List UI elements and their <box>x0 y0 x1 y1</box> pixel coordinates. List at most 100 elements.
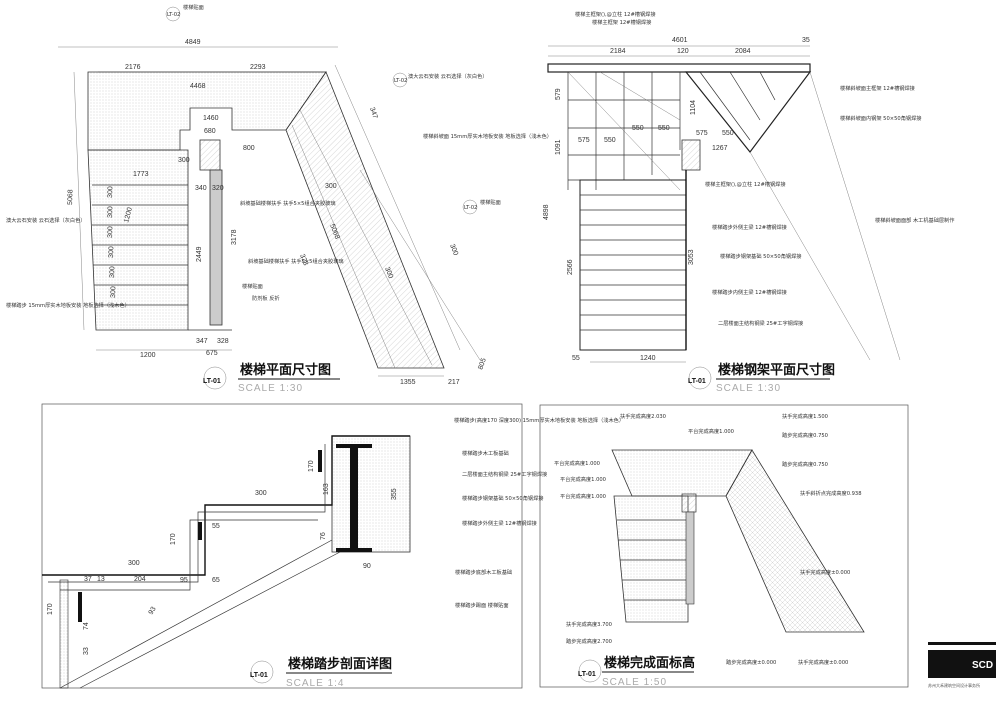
dim-text: 217 <box>448 379 460 386</box>
note-text: 平台完成高度1.000 <box>688 427 734 435</box>
dim-text: 93 <box>148 606 158 616</box>
dim-text: 675 <box>206 350 218 357</box>
dim-text: 35 <box>802 37 810 44</box>
note-text: 防剂板 反折 <box>252 294 280 302</box>
center-wall <box>209 169 223 326</box>
dim-text: 550 <box>658 125 670 132</box>
note-text: 楼梯踏步 15mm厚实木地板安装 地板选择（浅木色） <box>6 301 130 309</box>
note-text: 扶手完成高度±0.000 <box>798 658 848 666</box>
dim-text: 95 <box>180 577 188 584</box>
slope-main-frame <box>684 71 812 153</box>
dim-text: 2293 <box>250 64 266 71</box>
dim-text: 355 <box>391 488 398 500</box>
dim-text: 1460 <box>203 115 219 122</box>
dim-text: 3178 <box>231 229 238 245</box>
drawing-title: 楼梯钢架平面尺寸图 <box>718 362 835 378</box>
logo-text: SCD <box>972 660 993 671</box>
slope-ramp <box>725 449 865 633</box>
note-text: 踏步完成高度0.750 <box>782 460 828 468</box>
drawing-scale: SCALE 1:50 <box>602 677 667 688</box>
dim-text: 1355 <box>400 379 416 386</box>
ref-tag: LT-02 <box>394 78 407 84</box>
dim-text: 55 <box>212 523 220 530</box>
drawing-scale: SCALE 1:30 <box>716 383 781 394</box>
note-text: 澳大云石安装 云石选择（灰白色） <box>6 216 85 224</box>
dim-text: 163 <box>323 483 330 495</box>
note-text: 楼梯踏步内侧主梁 12#槽钢焊接 <box>712 288 787 296</box>
plan-drawing: 4849 2176 2293 4468 347 5068 328 <box>6 3 552 394</box>
dim-text: 2184 <box>610 48 626 55</box>
dim-text: 550 <box>604 137 616 144</box>
dim-text: 300 <box>325 183 337 190</box>
drawing-code: LT-01 <box>250 672 268 679</box>
note-text: 楼梯踏步底部木工板基础 <box>455 568 512 576</box>
dim-text: 65 <box>212 577 220 584</box>
dim-text: 320 <box>212 185 224 192</box>
step-frame <box>579 179 687 351</box>
dim-text: 300 <box>255 490 267 497</box>
note-text: 楼梯斜坡面内钢架 50×50角钢焊接 <box>840 114 921 122</box>
note-text: 楼梯踏步木工板基础 <box>462 449 509 457</box>
note-text: 扶手完成高度1.500 <box>782 412 828 420</box>
note-text: 扶手完成高度3.700 <box>566 620 612 628</box>
dim-text: 2449 <box>196 246 203 262</box>
i-beam <box>350 444 358 552</box>
dim-text: 76 <box>320 532 327 540</box>
dim-text: 4601 <box>672 37 688 44</box>
note-text: 楼梯踏步外侧主梁 12#槽钢焊接 <box>712 223 787 231</box>
dim-text: 13 <box>97 576 105 583</box>
dim-text: 37 <box>84 576 92 583</box>
drawing-title: 楼梯踏步剖面详图 <box>288 656 392 672</box>
dim-text: 347 <box>368 106 378 119</box>
note-text: 楼梯主框架 12#槽钢焊接 <box>592 18 651 26</box>
step-lines <box>92 184 188 306</box>
dim-text: 170 <box>308 460 315 472</box>
dim-text: 90 <box>363 563 371 570</box>
note-text: 踏步完成高度±0.000 <box>726 658 776 666</box>
drawing-title: 楼梯完成面标高 <box>604 655 695 671</box>
svg-text:300: 300 <box>107 226 114 238</box>
drawing-code: LT-01 <box>688 378 706 385</box>
column-block <box>199 139 221 171</box>
svg-text:300: 300 <box>107 186 114 198</box>
note-text: 踏步完成高度0.750 <box>782 431 828 439</box>
column-block <box>681 139 701 171</box>
dim-text: 1240 <box>640 355 656 362</box>
dim-text: 300 <box>178 157 190 164</box>
note-text: 斜坡基础楼梯扶手 扶手5×5组合夹胶玻璃 <box>240 199 336 207</box>
svg-text:300: 300 <box>108 246 115 258</box>
note-text: 楼梯主框架(),@立柱 12#槽钢焊接 <box>705 180 786 188</box>
step-dims: 300 300 300 300 300 300 <box>107 186 117 298</box>
section-drawing: 300 300 170 170 170 90 355 76 163 37 13 … <box>41 403 624 689</box>
dim-text: 170 <box>170 533 177 545</box>
dim-text: 575 <box>578 137 590 144</box>
note-text: 二层楼面主结构钢梁 25#工字钢焊接 <box>718 319 803 327</box>
drawing-code: LT-01 <box>203 378 221 385</box>
ref-tag: LT-02 <box>464 205 477 211</box>
dim-text: 3053 <box>688 249 695 265</box>
note-text: 楼梯踏步踢面 楼梯贴面 <box>455 601 509 609</box>
note-text: 楼梯贴面 <box>242 282 263 290</box>
drawing-scale: SCALE 1:4 <box>286 678 344 689</box>
dim-text: 170 <box>47 603 54 615</box>
dim-text: 347 <box>196 338 208 345</box>
drawing-title: 楼梯平面尺寸图 <box>240 362 331 378</box>
floor-slab <box>331 435 411 553</box>
note-text: 扶手完成高度±0.000 <box>800 568 850 576</box>
dim-text: 33 <box>83 647 90 655</box>
note-text: 楼梯主框架(),@立柱 12#槽钢焊接 <box>575 10 656 18</box>
dim-text: 575 <box>696 130 708 137</box>
note-text: 澳大云石安装 云石选择（灰白色） <box>408 72 487 80</box>
main-frame-beam <box>547 63 811 73</box>
dim-text: 1200 <box>140 352 156 359</box>
elevation-frame <box>539 404 909 688</box>
note-text: 踏步完成高度2.700 <box>566 637 612 645</box>
dim-text: 1773 <box>133 171 149 178</box>
note-text: 扶手斜折点完成高度0.938 <box>800 489 862 497</box>
dim-text: 805 <box>477 357 488 370</box>
section-frame <box>41 403 523 689</box>
dim-text: 680 <box>204 128 216 135</box>
dim-text: 5068 <box>67 189 75 205</box>
step-beams <box>580 194 686 331</box>
logo-subtitle: 苏州大禾建筑空间设计事务所 <box>928 682 980 688</box>
